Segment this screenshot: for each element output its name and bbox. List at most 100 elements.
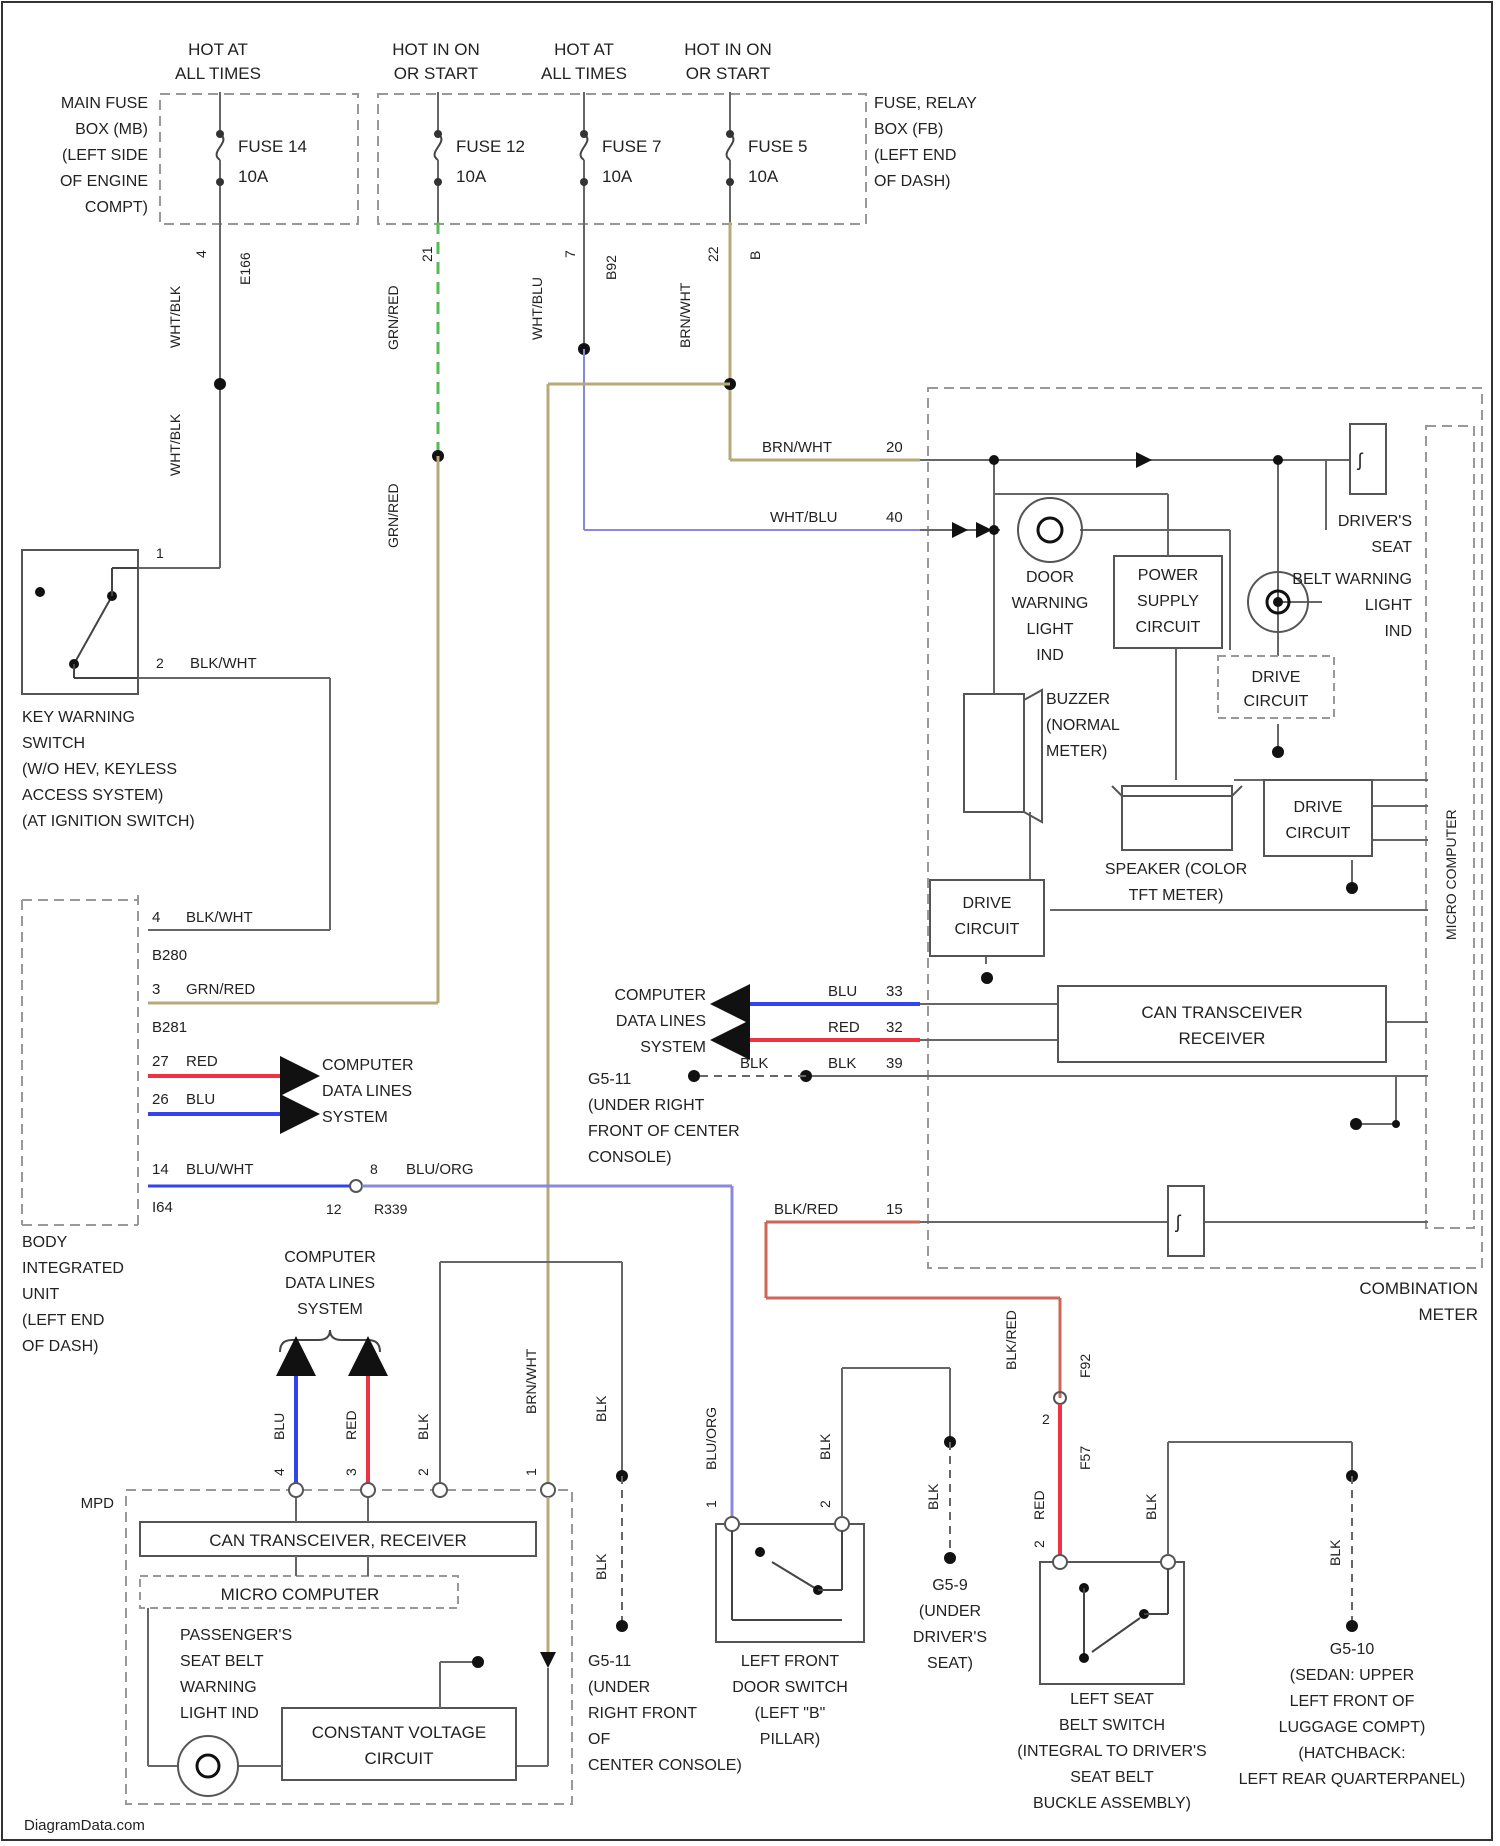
buzzer: BUZZER (NORMAL METER): [964, 690, 1120, 822]
watermark: DiagramData.com: [24, 1817, 145, 1834]
svg-text:BLK: BLK: [415, 1413, 431, 1440]
svg-text:POWER: POWER: [1138, 567, 1198, 584]
svg-text:SYSTEM: SYSTEM: [640, 1039, 706, 1056]
svg-text:BLU: BLU: [828, 983, 857, 1000]
svg-text:F92: F92: [1077, 1354, 1093, 1378]
key-warning-switch-label: KEY WARNING SWITCH (W/O HEV, KEYLESS ACC…: [22, 709, 195, 830]
svg-text:1: 1: [523, 1468, 539, 1476]
svg-text:BOX (MB): BOX (MB): [75, 121, 148, 138]
svg-text:OF ENGINE: OF ENGINE: [60, 173, 148, 190]
body-integrated-unit: 4 BLK/WHT B280 3 GRN/RED B281 27 RED 26 …: [22, 895, 255, 1225]
svg-text:E166: E166: [237, 252, 253, 285]
svg-text:COMPUTER: COMPUTER: [614, 987, 706, 1004]
svg-text:OF DASH): OF DASH): [874, 173, 950, 190]
svg-text:BLU: BLU: [186, 1091, 215, 1108]
svg-text:(UNDER: (UNDER: [588, 1679, 650, 1696]
mpd-data-lines: COMPUTER DATA LINES SYSTEM BLU RED 4 3: [271, 1249, 380, 1484]
svg-text:WHT/BLK: WHT/BLK: [167, 285, 183, 348]
svg-text:10A: 10A: [748, 167, 779, 186]
svg-text:CONSOLE): CONSOLE): [588, 1149, 672, 1166]
svg-text:LIGHT: LIGHT: [1026, 621, 1073, 638]
svg-text:WARNING: WARNING: [1012, 595, 1089, 612]
svg-text:DRIVE: DRIVE: [1252, 669, 1301, 686]
svg-text:12: 12: [326, 1201, 342, 1217]
meter-internal-ground: [1350, 1118, 1400, 1130]
svg-text:OR START: OR START: [686, 64, 770, 83]
svg-text:2: 2: [415, 1468, 431, 1476]
svg-text:BELT WARNING: BELT WARNING: [1292, 571, 1412, 588]
svg-text:LEFT FRONT OF: LEFT FRONT OF: [1290, 1693, 1415, 1710]
svg-text:3: 3: [152, 981, 160, 998]
svg-text:GRN/RED: GRN/RED: [385, 285, 401, 350]
meter-can-transceiver: CAN TRANSCEIVER RECEIVER: [1058, 986, 1386, 1062]
svg-text:21: 21: [419, 246, 435, 262]
svg-text:(UNDER RIGHT: (UNDER RIGHT: [588, 1097, 705, 1114]
door-warning-light: DOOR WARNING LIGHT IND: [1012, 498, 1089, 664]
seat-switch-label: LEFT SEAT BELT SWITCH (INTEGRAL TO DRIVE…: [1017, 1691, 1206, 1812]
svg-text:39: 39: [886, 1055, 903, 1072]
svg-text:SEAT): SEAT): [927, 1655, 973, 1672]
svg-text:(LEFT END: (LEFT END: [874, 147, 956, 164]
svg-text:UNIT: UNIT: [22, 1286, 60, 1303]
svg-text:PASSENGER'S: PASSENGER'S: [180, 1627, 292, 1644]
svg-text:CAN TRANSCEIVER: CAN TRANSCEIVER: [1141, 1003, 1302, 1022]
svg-text:BLU/ORG: BLU/ORG: [703, 1407, 719, 1470]
svg-text:DRIVER'S: DRIVER'S: [913, 1629, 987, 1646]
svg-text:10A: 10A: [602, 167, 633, 186]
wire-f14: WHT/BLK WHT/BLK: [138, 222, 226, 568]
svg-text:DRIVE: DRIVE: [1294, 799, 1343, 816]
svg-text:BLK: BLK: [817, 1433, 833, 1460]
svg-text:G5-10: G5-10: [1330, 1641, 1375, 1658]
fuse-relay-box-label: FUSE, RELAY BOX (FB) (LEFT END OF DASH): [874, 95, 977, 190]
svg-text:DOOR SWITCH: DOOR SWITCH: [732, 1679, 848, 1696]
svg-text:BLU/ORG: BLU/ORG: [406, 1161, 474, 1178]
svg-text:LIGHT: LIGHT: [1365, 597, 1412, 614]
svg-text:I64: I64: [152, 1199, 173, 1216]
feed-label-f14: HOT AT ALL TIMES: [175, 40, 261, 83]
svg-text:SEAT BELT: SEAT BELT: [180, 1653, 264, 1670]
fuse-pin-labels: 4 E166 21 7 B92 22 B: [193, 246, 763, 285]
meter-resistor-top: ʃ: [1350, 424, 1386, 494]
svg-text:3: 3: [343, 1468, 359, 1476]
drive-circuit-2: DRIVE CIRCUIT: [1264, 780, 1372, 894]
svg-text:1: 1: [156, 545, 164, 561]
g510-label: G5-10 (SEDAN: UPPER LEFT FRONT OF LUGGAG…: [1239, 1641, 1466, 1788]
svg-text:CIRCUIT: CIRCUIT: [955, 921, 1020, 938]
svg-text:SYSTEM: SYSTEM: [322, 1109, 388, 1126]
svg-text:BLK: BLK: [740, 1055, 768, 1072]
feed-label-f12: HOT IN ON OR START: [392, 40, 480, 83]
svg-text:COMPUTER: COMPUTER: [284, 1249, 376, 1266]
svg-text:10A: 10A: [238, 167, 269, 186]
svg-text:4: 4: [152, 909, 160, 926]
svg-text:CIRCUIT: CIRCUIT: [1286, 825, 1351, 842]
svg-text:G5-9: G5-9: [932, 1577, 968, 1594]
svg-text:SYSTEM: SYSTEM: [297, 1301, 363, 1318]
svg-text:FUSE 7: FUSE 7: [602, 137, 662, 156]
svg-text:BRN/WHT: BRN/WHT: [762, 439, 832, 456]
svg-text:ALL TIMES: ALL TIMES: [175, 64, 261, 83]
svg-text:ACCESS SYSTEM): ACCESS SYSTEM): [22, 787, 163, 804]
svg-text:TFT METER): TFT METER): [1129, 887, 1224, 904]
svg-text:BLK: BLK: [593, 1553, 609, 1580]
svg-text:2: 2: [1031, 1540, 1047, 1548]
meter-resistor-bottom: ʃ: [1168, 1186, 1204, 1256]
svg-text:WHT/BLU: WHT/BLU: [529, 277, 545, 340]
svg-text:CIRCUIT: CIRCUIT: [1136, 619, 1201, 636]
svg-text:33: 33: [886, 983, 903, 1000]
left-seat-belt-switch: RED 2 BLK BLK: [1031, 1442, 1358, 1684]
svg-text:COMBINATION: COMBINATION: [1359, 1279, 1478, 1298]
door-switch-label: LEFT FRONT DOOR SWITCH (LEFT "B" PILLAR): [732, 1653, 848, 1748]
main-fuse-box-label: MAIN FUSE BOX (MB) (LEFT SIDE OF ENGINE …: [60, 95, 148, 216]
svg-text:DATA LINES: DATA LINES: [616, 1013, 706, 1030]
svg-text:LEFT REAR QUARTERPANEL): LEFT REAR QUARTERPANEL): [1239, 1771, 1466, 1788]
svg-text:G5-11: G5-11: [588, 1071, 631, 1088]
svg-text:G5-11: G5-11: [588, 1653, 631, 1670]
svg-text:INTEGRATED: INTEGRATED: [22, 1260, 124, 1277]
micro-computer-label: MICRO COMPUTER: [1443, 809, 1459, 940]
driver-seat-belt-warning-light: DRIVER'S SEAT BELT WARNING LIGHT IND: [1248, 513, 1412, 640]
svg-text:HOT AT: HOT AT: [188, 40, 248, 59]
svg-text:METER): METER): [1046, 743, 1107, 760]
fuse-14: FUSE 14 10A: [216, 92, 307, 222]
